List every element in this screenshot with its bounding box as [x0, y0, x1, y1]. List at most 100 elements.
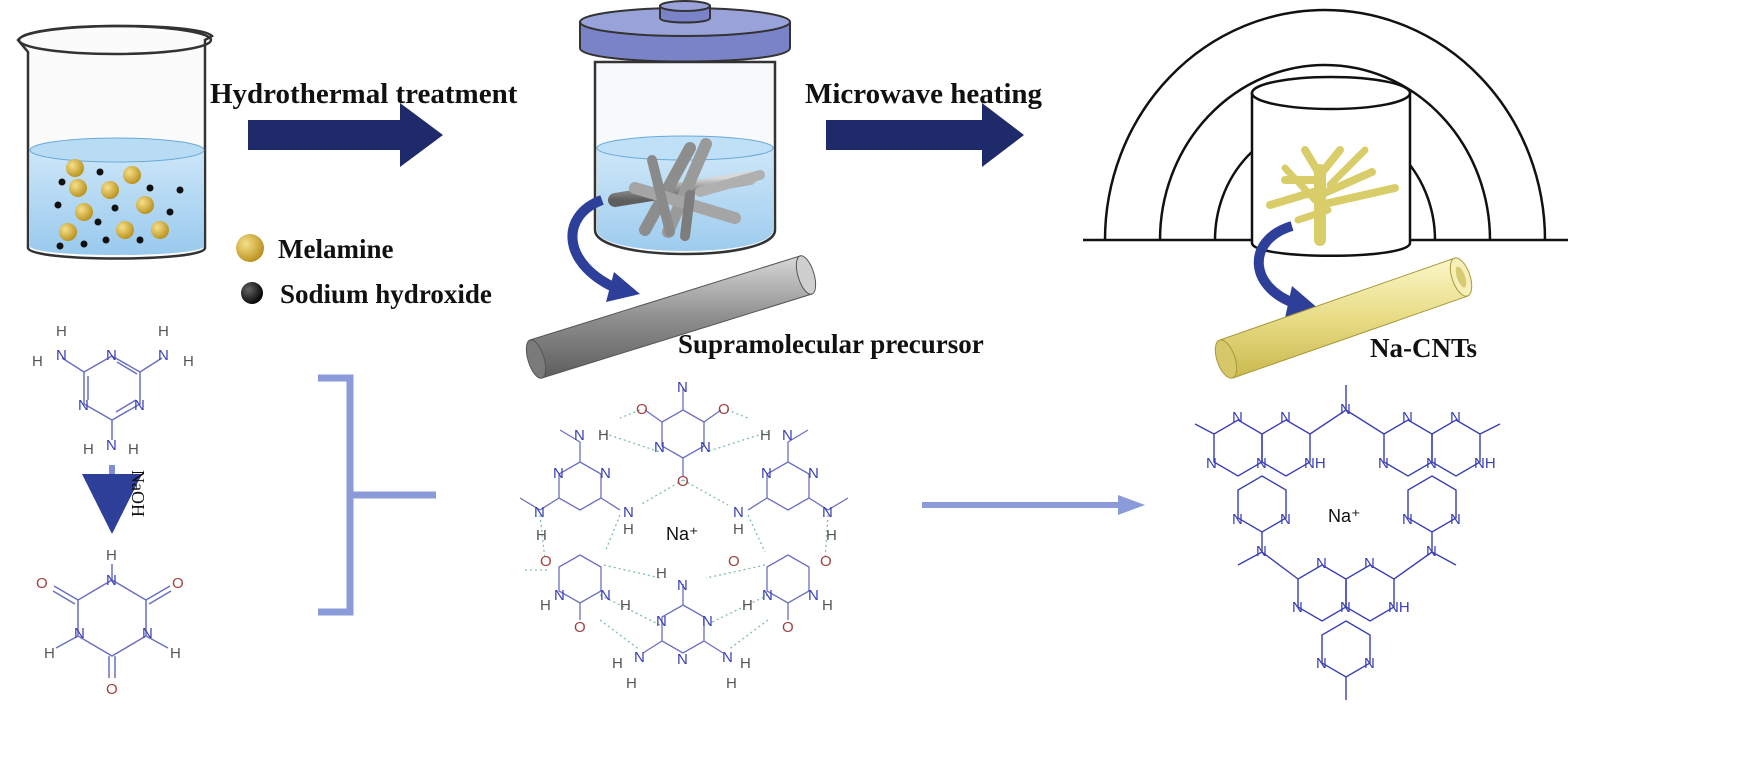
svg-text:H: H — [56, 323, 67, 340]
svg-text:O: O — [728, 553, 740, 570]
svg-text:N: N — [702, 613, 713, 630]
svg-text:O: O — [677, 473, 689, 490]
svg-text:N: N — [106, 437, 117, 454]
svg-text:H: H — [183, 353, 194, 370]
svg-text:H: H — [726, 675, 737, 692]
cyanuric-acid-structure: H N O O N N H H O — [36, 547, 184, 698]
svg-text:N: N — [677, 577, 688, 594]
naoh-label: NaOH — [128, 470, 148, 517]
microwave-arrow — [826, 103, 1024, 167]
svg-text:O: O — [636, 401, 648, 418]
svg-text:N: N — [106, 572, 117, 589]
yellow-tube-icon — [1214, 257, 1473, 379]
svg-text:N: N — [808, 465, 819, 482]
svg-text:H: H — [656, 565, 667, 582]
svg-text:O: O — [820, 553, 832, 570]
svg-text:N: N — [1280, 409, 1291, 426]
svg-text:N: N — [158, 347, 169, 364]
svg-text:N: N — [700, 439, 711, 456]
svg-text:N: N — [782, 427, 793, 444]
crucible-icon — [1250, 75, 1412, 257]
svg-text:O: O — [172, 575, 184, 592]
svg-text:N: N — [761, 465, 772, 482]
beaker-icon — [16, 24, 214, 260]
svg-text:N: N — [106, 347, 117, 364]
svg-text:N: N — [600, 587, 611, 604]
svg-text:NH: NH — [1474, 455, 1496, 472]
svg-text:N: N — [74, 625, 85, 642]
svg-text:N: N — [1280, 511, 1291, 528]
svg-text:H: H — [32, 353, 43, 370]
na-cnts-label: Na-CNTs — [1370, 333, 1477, 363]
svg-text:N: N — [722, 649, 733, 666]
svg-text:H: H — [83, 441, 94, 458]
svg-text:N: N — [1292, 599, 1303, 616]
svg-text:H: H — [44, 645, 55, 662]
svg-text:H: H — [623, 521, 634, 538]
svg-text:N: N — [822, 504, 833, 521]
autoclave-jar-icon — [579, 0, 791, 256]
svg-text:O: O — [36, 575, 48, 592]
svg-text:H: H — [106, 547, 117, 564]
svg-text:N: N — [1316, 655, 1327, 672]
svg-text:N: N — [1364, 655, 1375, 672]
naoh-legend-icon — [241, 282, 263, 304]
svg-text:H: H — [760, 427, 771, 444]
svg-text:H: H — [540, 597, 551, 614]
svg-text:O: O — [718, 401, 730, 418]
svg-text:N: N — [1256, 455, 1267, 472]
svg-text:NH: NH — [1388, 599, 1410, 616]
melamine-label: Melamine — [278, 234, 393, 264]
sodium-hydroxide-label: Sodium hydroxide — [280, 279, 492, 309]
svg-text:H: H — [822, 597, 833, 614]
svg-text:H: H — [128, 441, 139, 458]
svg-text:N: N — [1426, 455, 1437, 472]
svg-text:N: N — [1402, 409, 1413, 426]
svg-text:N: N — [78, 397, 89, 414]
svg-text:H: H — [826, 527, 837, 544]
conversion-arrow — [922, 495, 1145, 515]
svg-text:H: H — [598, 427, 609, 444]
supramolecular-label: Supramolecular precursor — [678, 329, 984, 359]
svg-text:N: N — [1364, 555, 1375, 572]
curved-arrow-dome — [1253, 221, 1302, 310]
svg-text:H: H — [536, 527, 547, 544]
svg-text:H: H — [733, 521, 744, 538]
melamine-particles — [59, 159, 169, 241]
svg-text:N: N — [1450, 511, 1461, 528]
svg-text:N: N — [600, 465, 611, 482]
svg-text:H: H — [158, 323, 169, 340]
svg-text:N: N — [656, 613, 667, 630]
melamine-structure: N N N N H H N H H N H H — [32, 323, 194, 458]
svg-text:H: H — [740, 655, 751, 672]
svg-text:O: O — [540, 553, 552, 570]
supramolecular-network: N O O N N O N H N H N N N N N N H N H N … — [519, 379, 849, 692]
microwave-label: Microwave heating — [805, 78, 1043, 110]
svg-text:H: H — [170, 645, 181, 662]
curved-arrow-jar — [567, 195, 623, 295]
svg-text:N: N — [142, 625, 153, 642]
grey-rod-icon — [525, 255, 817, 379]
svg-text:N: N — [623, 504, 634, 521]
svg-text:N: N — [1232, 511, 1243, 528]
svg-text:N: N — [733, 504, 744, 521]
svg-text:N: N — [1450, 409, 1461, 426]
svg-text:NH: NH — [1304, 455, 1326, 472]
melamine-legend-icon — [236, 234, 264, 262]
svg-text:N: N — [534, 504, 545, 521]
svg-text:H: H — [742, 597, 753, 614]
svg-text:H: H — [612, 655, 623, 672]
svg-text:O: O — [574, 619, 586, 636]
svg-text:N: N — [1232, 409, 1243, 426]
svg-text:N: N — [762, 587, 773, 604]
svg-text:N: N — [554, 587, 565, 604]
svg-text:N: N — [134, 397, 145, 414]
svg-text:N: N — [1206, 455, 1217, 472]
combine-bracket — [318, 374, 436, 616]
svg-text:N: N — [1402, 511, 1413, 528]
svg-text:N: N — [1426, 543, 1437, 560]
na-ion-right: Na⁺ — [1328, 506, 1361, 526]
svg-text:N: N — [56, 347, 67, 364]
svg-text:N: N — [553, 465, 564, 482]
